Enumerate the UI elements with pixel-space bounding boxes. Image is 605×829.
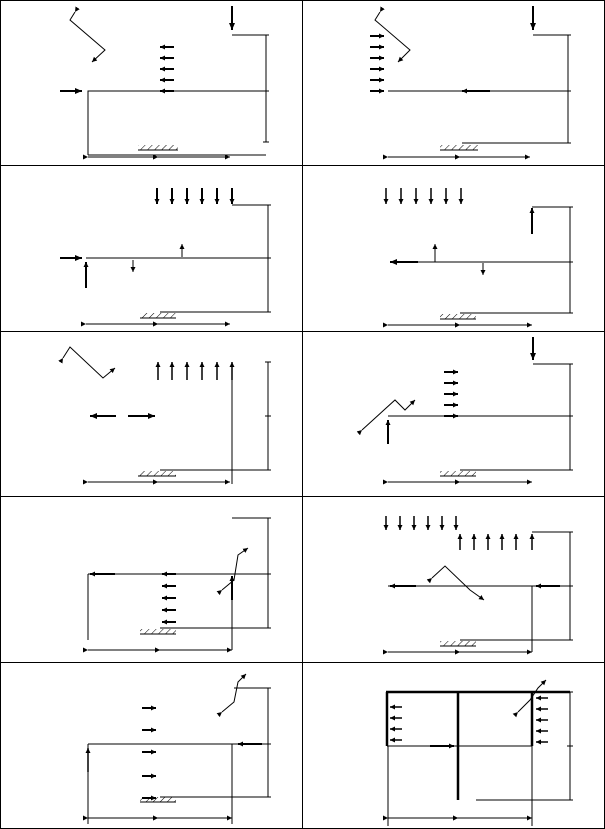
- frame: [87, 90, 266, 155]
- moment-arrow-icon: [69, 6, 106, 63]
- distributed-load-icon: [155, 362, 235, 380]
- moment-arrow-icon: [512, 679, 547, 718]
- panel-4: [383, 188, 573, 328]
- distributed-load-icon: [390, 704, 402, 743]
- moment-arrow-icon: [58, 346, 116, 379]
- moment-arrow-icon: [356, 399, 416, 436]
- panel-10: [383, 679, 573, 826]
- distributed-load-icon: [154, 188, 235, 204]
- panel-9: [83, 673, 271, 824]
- panel-7: [83, 517, 271, 653]
- distributed-load-icon: [162, 571, 176, 625]
- moment-arrow-icon: [216, 547, 249, 596]
- panel-5: [58, 346, 271, 485]
- panel-8: [383, 516, 573, 655]
- distributed-load-icon: [536, 695, 548, 745]
- distributed-load-icon: [457, 534, 535, 550]
- distributed-load-icon: [383, 516, 459, 530]
- distributed-load-icon: [383, 188, 464, 204]
- distributed-load-icon: [370, 33, 384, 94]
- panel-2: [370, 6, 571, 160]
- distributed-load-icon: [160, 44, 174, 94]
- moment-arrow-icon: [216, 673, 247, 718]
- distributed-load-icon: [142, 705, 156, 801]
- distributed-load-icon: [444, 369, 458, 419]
- panel-3: [60, 188, 271, 327]
- panel-1: [60, 6, 269, 160]
- moment-arrow-icon: [374, 6, 411, 63]
- moment-arrow-icon: [426, 565, 485, 601]
- panel-6: [356, 337, 573, 485]
